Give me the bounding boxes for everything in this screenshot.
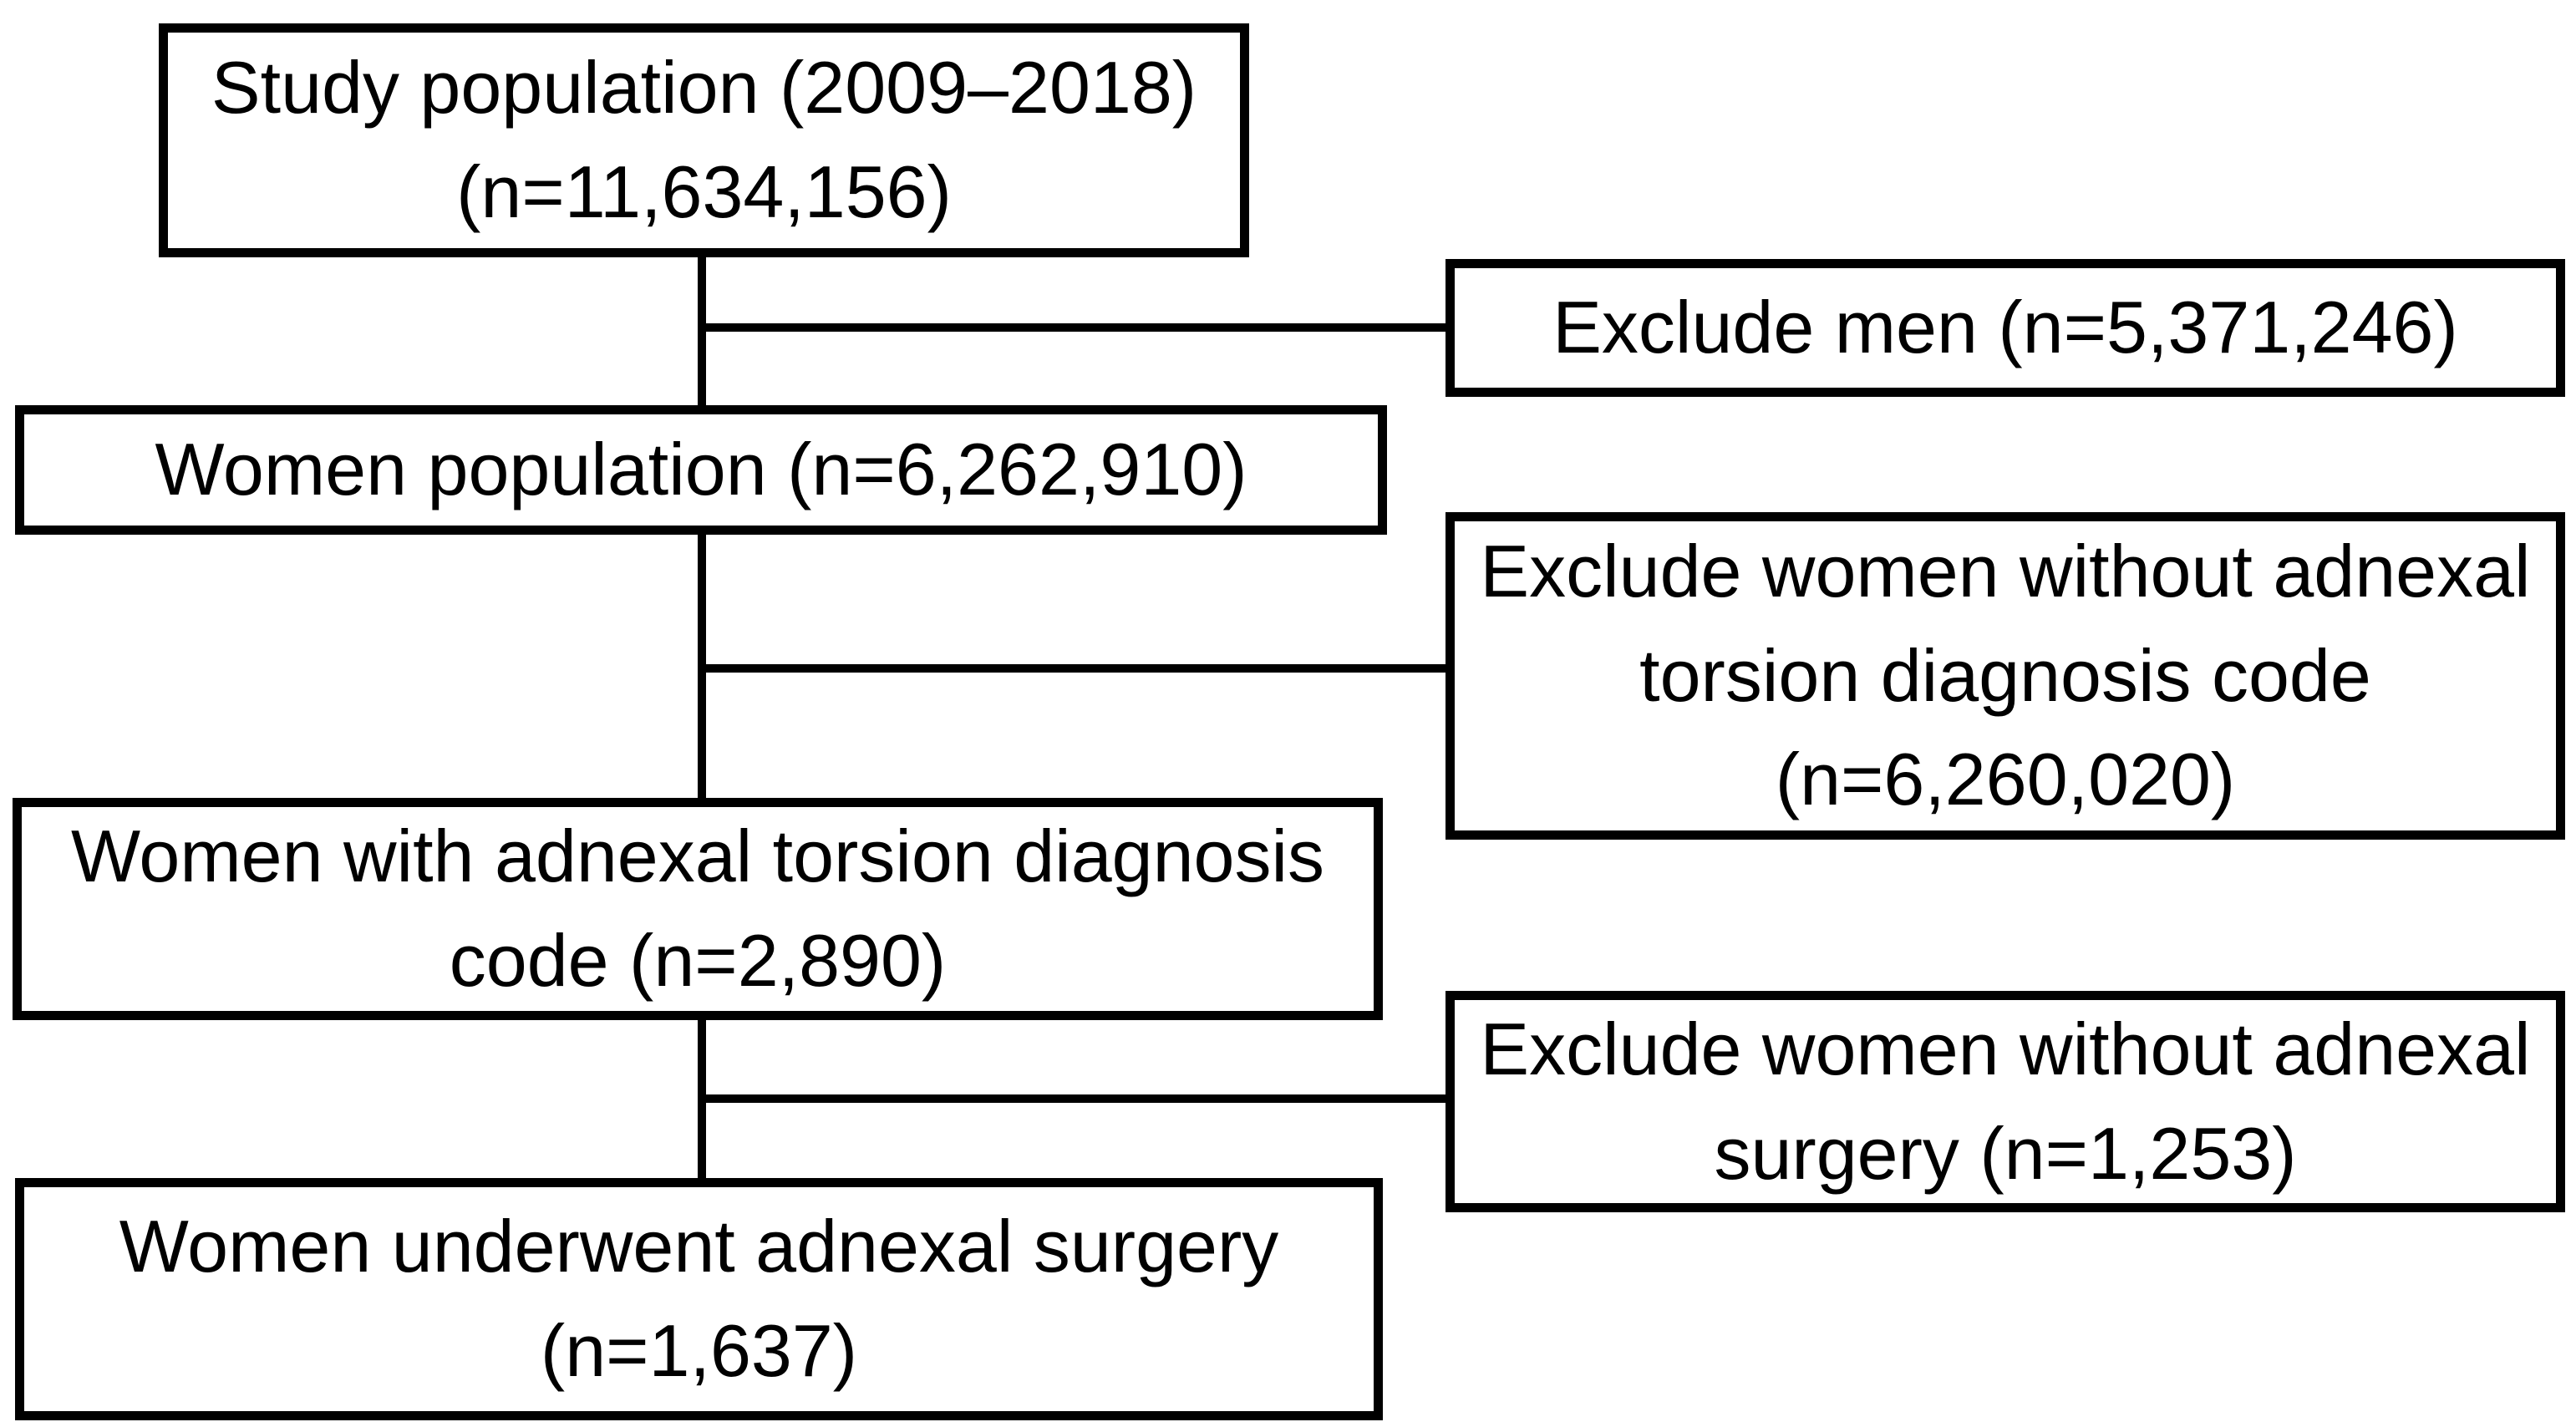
connector-branch-exclude-men <box>702 323 1446 332</box>
node-text-line: code (n=2,890) <box>449 919 947 1002</box>
node-text-line: Exclude women without adnexal <box>1480 529 2531 612</box>
node-text-line: Women population (n=6,262,910) <box>155 428 1247 511</box>
node-text-line: Exclude women without adnexal <box>1480 1007 2531 1090</box>
node-exclude-without-surgery: Exclude women without adnexal surgery (n… <box>1446 991 2565 1212</box>
node-text-line: torsion diagnosis code <box>1639 633 2371 717</box>
node-text-line: Women with adnexal torsion diagnosis <box>70 815 1325 898</box>
node-study-population: Study population (2009–2018) (n=11,634,1… <box>159 23 1249 257</box>
node-text-line: Study population (2009–2018) <box>211 46 1197 129</box>
node-exclude-without-torsion-code: Exclude women without adnexal torsion di… <box>1446 512 2565 840</box>
connector-stem-study-to-women <box>698 257 706 408</box>
node-text-line: Women underwent adnexal surgery <box>119 1205 1279 1288</box>
node-women-underwent-surgery: Women underwent adnexal surgery (n=1,637… <box>15 1178 1383 1420</box>
connector-branch-exclude-surgery <box>702 1094 1446 1103</box>
node-exclude-men: Exclude men (n=5,371,246) <box>1446 259 2565 397</box>
node-text-line: Exclude men (n=5,371,246) <box>1552 286 2458 369</box>
node-women-population: Women population (n=6,262,910) <box>15 405 1387 535</box>
node-text-line: (n=6,260,020) <box>1775 738 2236 821</box>
connector-branch-exclude-torsion <box>702 664 1446 673</box>
node-text-line: (n=1,637) <box>540 1309 858 1392</box>
node-women-with-torsion-code: Women with adnexal torsion diagnosis cod… <box>13 798 1383 1020</box>
node-text-line: surgery (n=1,253) <box>1714 1111 2297 1195</box>
node-text-line: (n=11,634,156) <box>456 150 952 233</box>
